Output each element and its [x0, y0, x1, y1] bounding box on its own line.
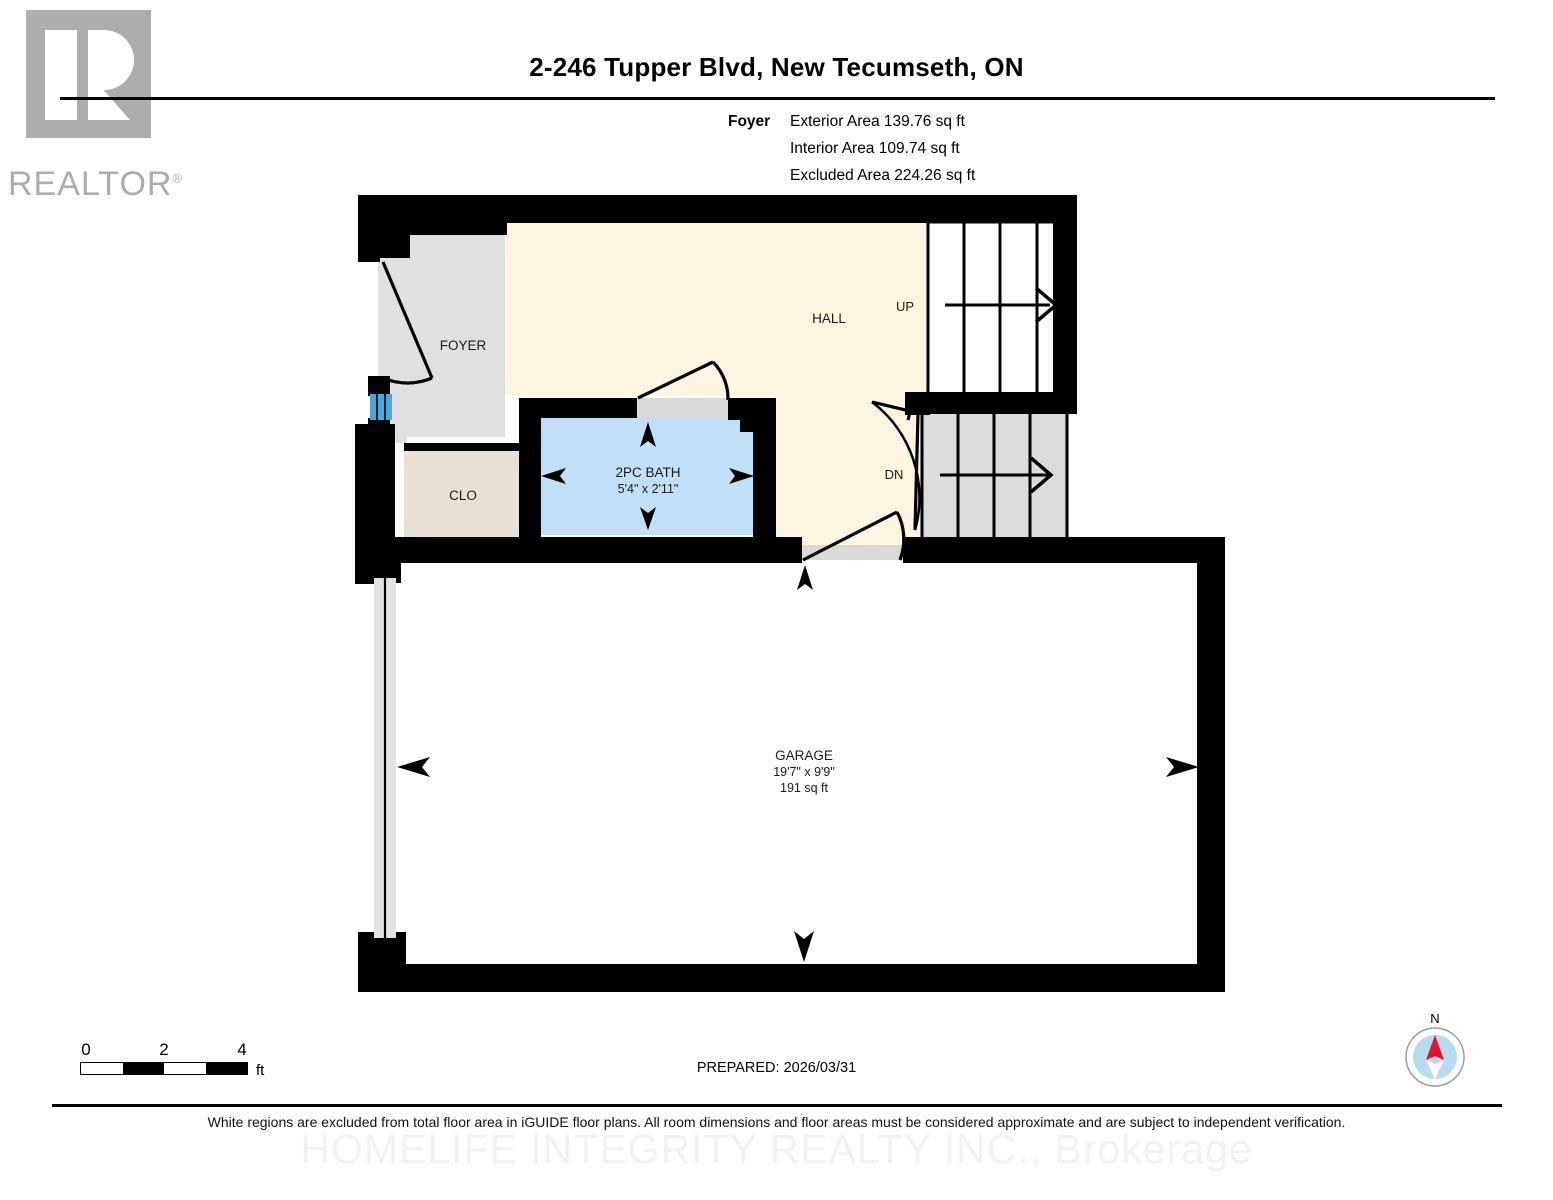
scale-unit: ft [256, 1062, 265, 1079]
stair-dn [920, 408, 1069, 547]
realtor-logo: REALTOR® [8, 8, 183, 208]
compass-rose: N [1400, 1012, 1470, 1092]
stair-up [926, 220, 1077, 397]
header-divider [60, 97, 1495, 100]
room-foyer [378, 222, 505, 443]
scale-seg [122, 1063, 164, 1074]
door-foyer-entry [381, 261, 434, 385]
room-label-clo: CLO [449, 488, 477, 503]
area-summary: Foyer Exterior Area 139.76 sq ft Interior… [728, 108, 975, 189]
realtor-wordmark: REALTOR® [8, 165, 183, 204]
realtor-wordmark-text: REALTOR [8, 165, 173, 203]
scale-tick-0: 0 [81, 1040, 91, 1059]
room-label-garage: GARAGE [775, 748, 833, 763]
room-garage [395, 560, 1205, 992]
scale-bar-graphic [80, 1062, 248, 1075]
stair-label-up: UP [896, 299, 914, 314]
realtor-r-mark [8, 8, 168, 163]
stair-label-dn: DN [885, 467, 904, 482]
foyer-window [370, 394, 392, 420]
compass-north-label: N [1430, 1011, 1440, 1026]
walls [355, 195, 1225, 992]
room-bath [540, 417, 755, 535]
page-title: 2-246 Tupper Blvd, New Tecumseth, ON [529, 52, 1024, 82]
measure-arrows [397, 422, 1199, 962]
room-area-garage: 191 sq ft [780, 781, 828, 795]
registered-mark: ® [172, 170, 184, 186]
room-clo [404, 450, 525, 544]
excluded-area: Excluded Area 224.26 sq ft [790, 167, 976, 184]
prepared-date: PREPARED: 2026/03/31 [696, 1060, 857, 1076]
area-summary-row: Foyer Exterior Area 139.76 sq ft [728, 108, 975, 135]
floor-plan: FOYER HALL CLO 2PC BATH 5'4" x 2'11" GAR… [355, 195, 1225, 992]
brokerage-watermark: HOMELIFE INTEGRITY REALTY INC., Brokerag… [300, 1126, 1253, 1172]
garage-left-wall [374, 578, 396, 938]
scale-seg [205, 1063, 247, 1074]
room-dims-garage: 19'7" x 9'9" [773, 765, 835, 779]
exterior-area: Exterior Area 139.76 sq ft [790, 113, 965, 130]
scale-ticks: 0 2 4 [80, 1040, 248, 1062]
scale-bar: 0 2 4 ft [80, 1040, 280, 1090]
footer-divider [52, 1104, 1502, 1107]
scale-tick-1: 2 [159, 1040, 169, 1059]
scale-tick-2: 4 [237, 1040, 247, 1059]
room-dims-bath: 5'4" x 2'11" [618, 482, 679, 496]
area-summary-row: Excluded Area 224.26 sq ft [728, 162, 975, 189]
bath-door-threshold [635, 398, 730, 417]
area-summary-row: Interior Area 109.74 sq ft [728, 135, 975, 162]
door-garage-entry [802, 510, 906, 562]
door-stair-dn [871, 400, 921, 531]
room-label-hall: HALL [812, 311, 846, 326]
room-label-bath: 2PC BATH [615, 465, 680, 480]
footer-disclaimer: White regions are excluded from total fl… [207, 1114, 1346, 1130]
room-label-foyer: FOYER [440, 338, 487, 353]
level-label: Foyer [728, 113, 771, 130]
interior-area: Interior Area 109.74 sq ft [790, 140, 960, 157]
compass-icon [1405, 1027, 1465, 1087]
door-bath [637, 360, 730, 401]
